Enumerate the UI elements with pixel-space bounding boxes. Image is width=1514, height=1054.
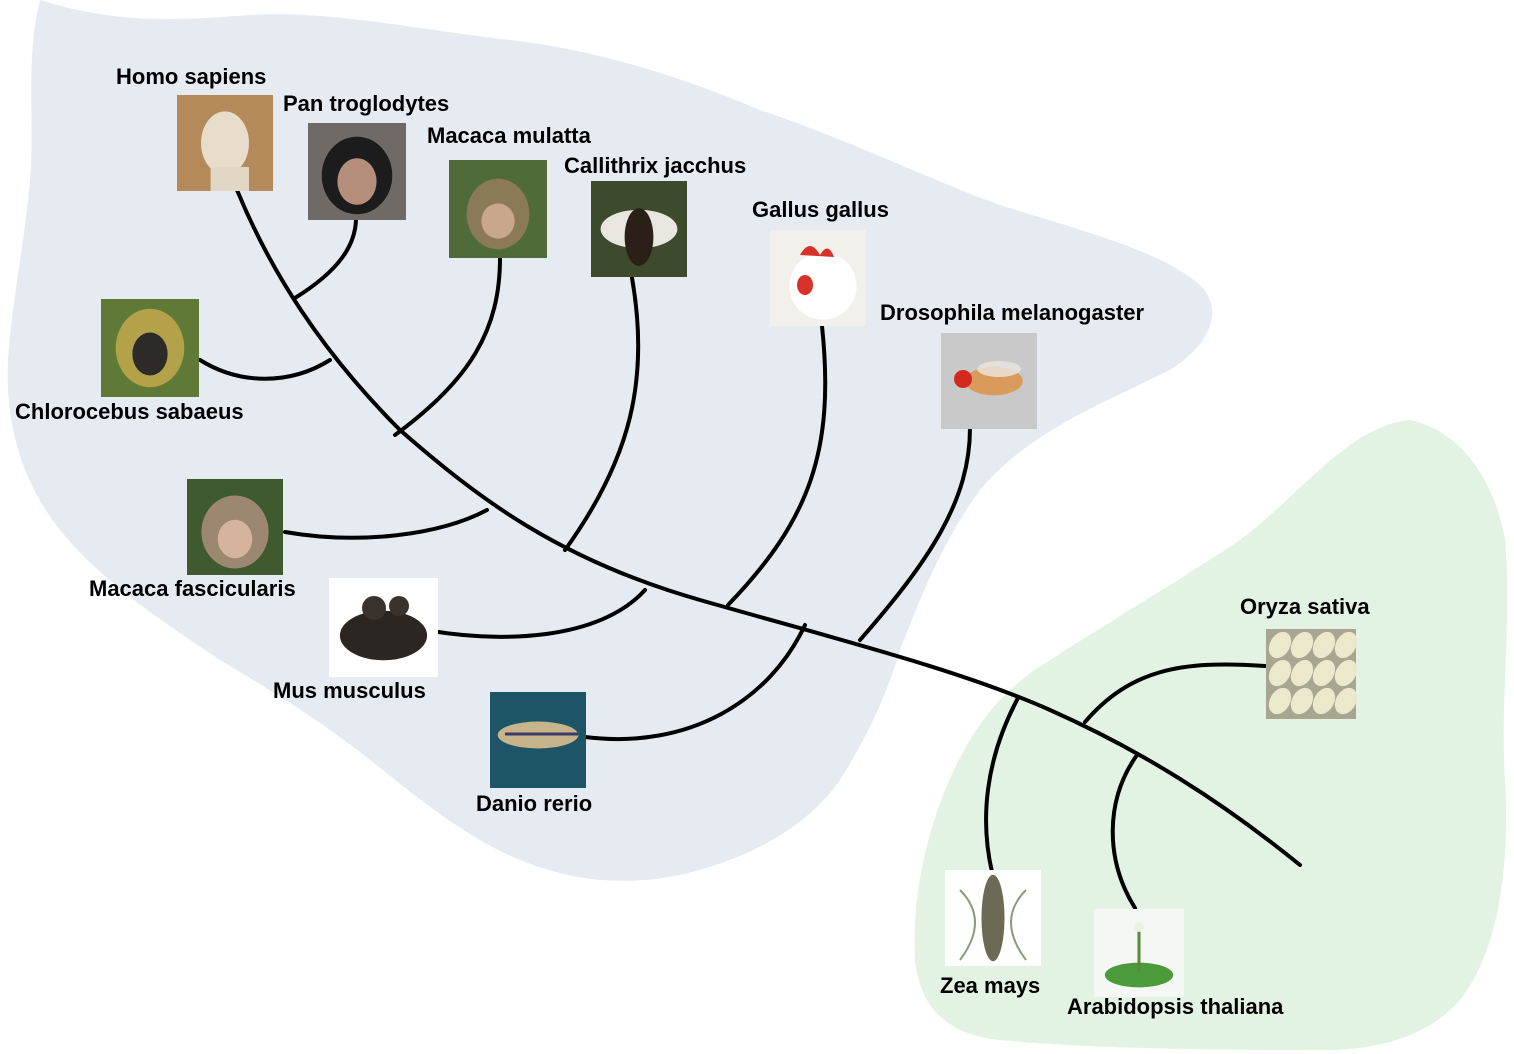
branch-arabidopsis	[1110, 753, 1139, 910]
statue-head-icon	[177, 95, 273, 191]
plants-region	[914, 420, 1508, 1051]
branch-oryza	[1083, 662, 1267, 724]
animals-region	[7, 0, 1213, 881]
label-macaca-mulatta: Macaca mulatta	[427, 123, 591, 148]
branch-drosophila	[858, 426, 972, 642]
chicken-icon	[770, 230, 866, 326]
label-chlorocebus-sabaeus: Chlorocebus sabaeus	[15, 399, 244, 424]
maize-cob-icon	[945, 870, 1041, 966]
rhesus-macaque-icon	[449, 160, 547, 258]
chimpanzee-icon	[308, 123, 406, 220]
branch-zea	[984, 696, 1020, 874]
branch-mus	[413, 588, 647, 639]
branch-macaca-fascicularis	[283, 508, 489, 540]
branch-pan	[293, 218, 358, 300]
arabidopsis-plant-icon	[1094, 909, 1184, 997]
label-mus-musculus: Mus musculus	[273, 678, 426, 703]
label-pan-troglodytes: Pan troglodytes	[283, 91, 450, 116]
branch-gallus	[726, 324, 828, 607]
rice-grains-icon	[1266, 629, 1358, 719]
crab-eating-macaque-icon	[187, 479, 283, 575]
marmoset-icon	[591, 181, 687, 277]
label-callithrix-jacchus: Callithrix jacchus	[564, 153, 747, 178]
zebrafish-icon	[490, 692, 586, 788]
branch-macaca-mulatta	[393, 256, 502, 437]
branch-callithrix	[563, 276, 641, 552]
label-oryza-sativa: Oryza sativa	[1240, 594, 1370, 619]
label-arabidopsis-thaliana: Arabidopsis thaliana	[1067, 994, 1284, 1019]
main-trunk	[235, 188, 1302, 867]
branch-chlorocebus	[198, 358, 332, 381]
label-macaca-fascicularis: Macaca fascicularis	[89, 576, 296, 601]
fruit-fly-icon	[941, 333, 1037, 429]
label-danio-rerio: Danio rerio	[476, 791, 593, 816]
label-zea-mays: Zea mays	[940, 973, 1041, 998]
tree-branches	[198, 188, 1302, 910]
mouse-icon	[329, 578, 438, 677]
label-gallus-gallus: Gallus gallus	[752, 197, 889, 222]
label-drosophila-melanogaster: Drosophila melanogaster	[880, 300, 1145, 325]
branch-danio	[583, 623, 807, 742]
label-homo-sapiens: Homo sapiens	[116, 64, 267, 89]
green-monkey-icon	[101, 299, 199, 397]
